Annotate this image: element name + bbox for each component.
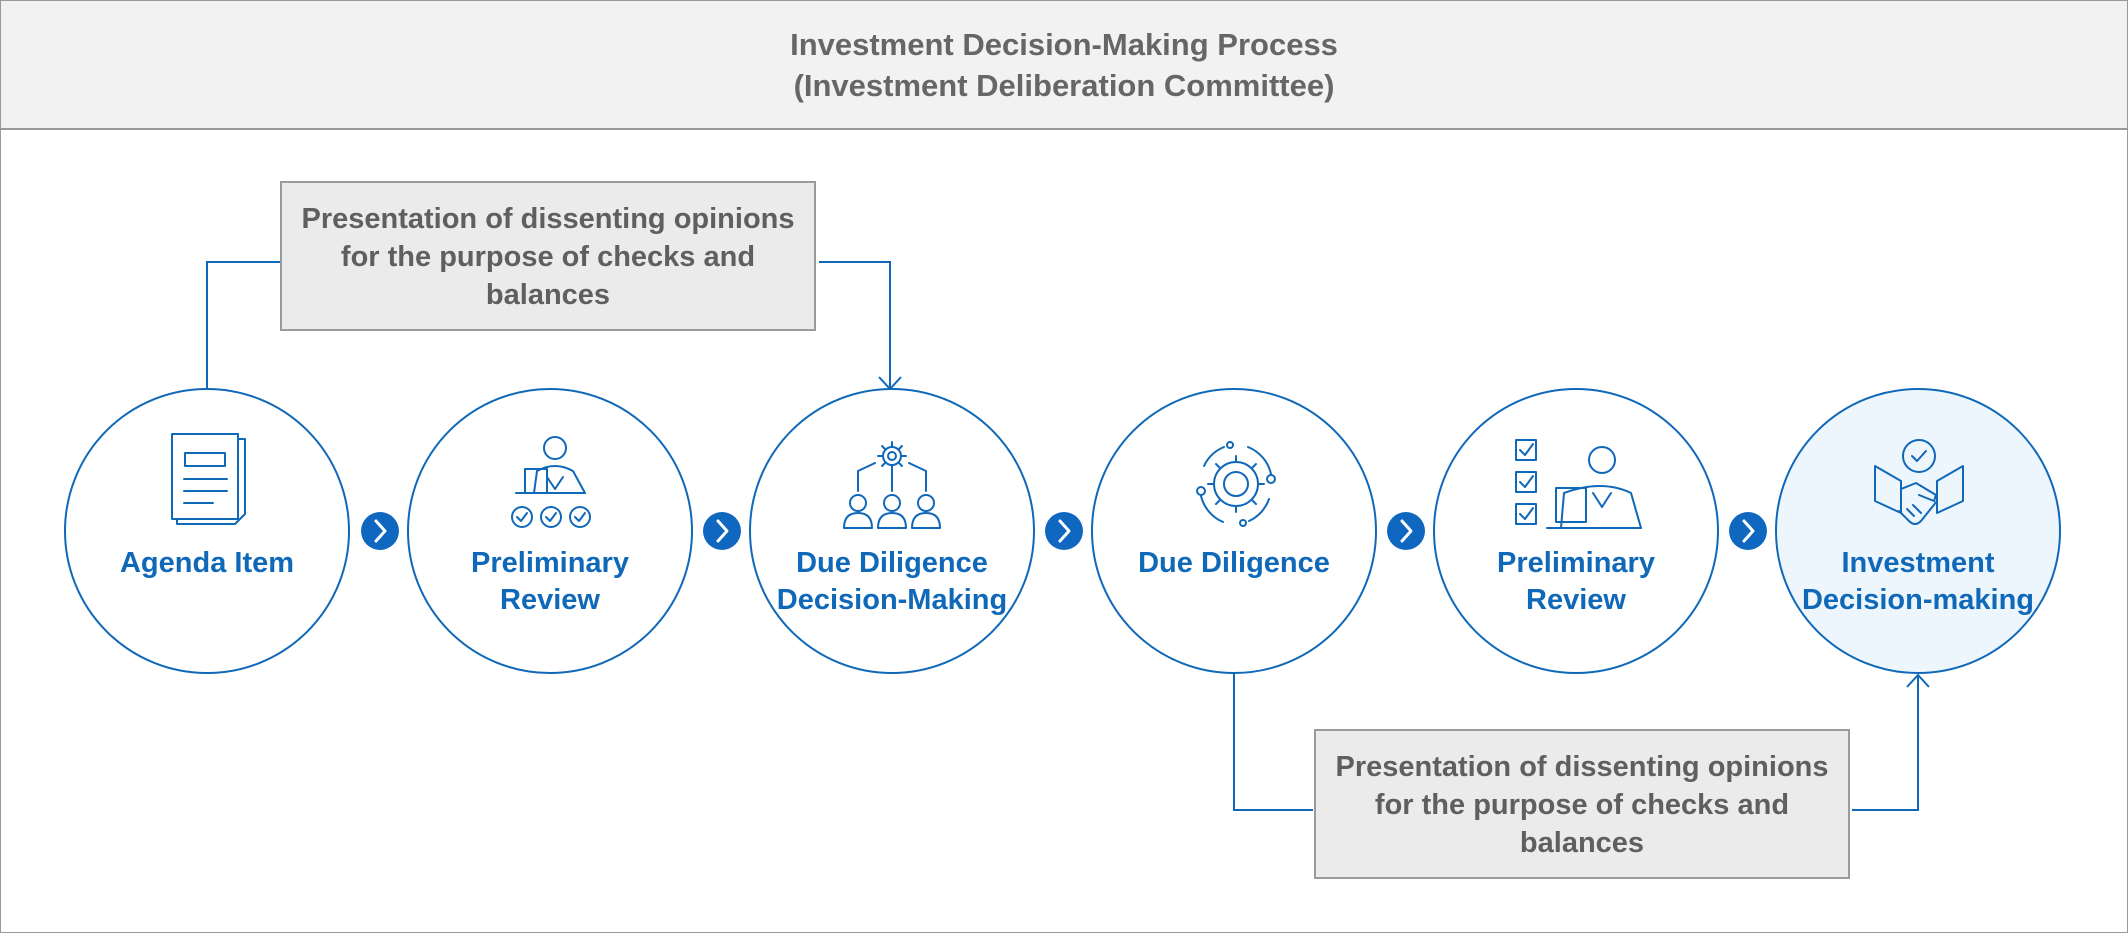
diagram-title: Investment Decision-Making Process [790,27,1338,62]
next-arrow-icon [1045,512,1083,550]
top-note-connector-right [819,261,891,388]
bottom-note-connector-right [1852,675,1919,811]
step-label-investment-decision: Investment Decision-making [1801,547,2035,616]
diagram-header: Investment Decision-Making Process (Inve… [1,1,2127,130]
next-arrow-icon [1387,512,1425,550]
gear-cycle-icon [1196,441,1276,527]
dissent-note-top: Presentation of dissenting opinions for … [280,181,816,331]
next-arrow-icon [361,512,399,550]
step-circle-investment-decision [1775,388,2061,674]
step-label-preliminary-review-2: Preliminary Review [1497,547,1655,616]
step-circle-due-diligence-decision [749,388,1035,674]
step-circle-preliminary-review [407,388,693,674]
step-label-preliminary-review: Preliminary Review [471,547,629,616]
team-gear-icon [843,441,941,529]
step-label-agenda-item: Agenda Item [119,547,295,579]
next-arrow-icon [1729,512,1767,550]
step-circle-due-diligence [1091,388,1377,674]
bottom-note-connector-left [1233,673,1313,811]
diagram-subtitle: (Investment Deliberation Committee) [793,68,1335,103]
document-icon [171,433,246,525]
top-note-connector-left [206,261,281,389]
handshake-icon [1874,439,1964,525]
step-label-due-diligence-decision: Due Diligence Decision-Making [776,547,1008,616]
checklist-person-icon [1515,439,1642,529]
dissent-note-bottom: Presentation of dissenting opinions for … [1314,729,1850,879]
step-circle-agenda-item [64,388,350,674]
step-label-due-diligence: Due Diligence [1138,547,1330,579]
reviewer-checks-icon [511,436,591,528]
next-arrow-icon [703,512,741,550]
bottom-note-arrowhead [1906,673,1930,688]
step-circle-preliminary-review-2 [1433,388,1719,674]
